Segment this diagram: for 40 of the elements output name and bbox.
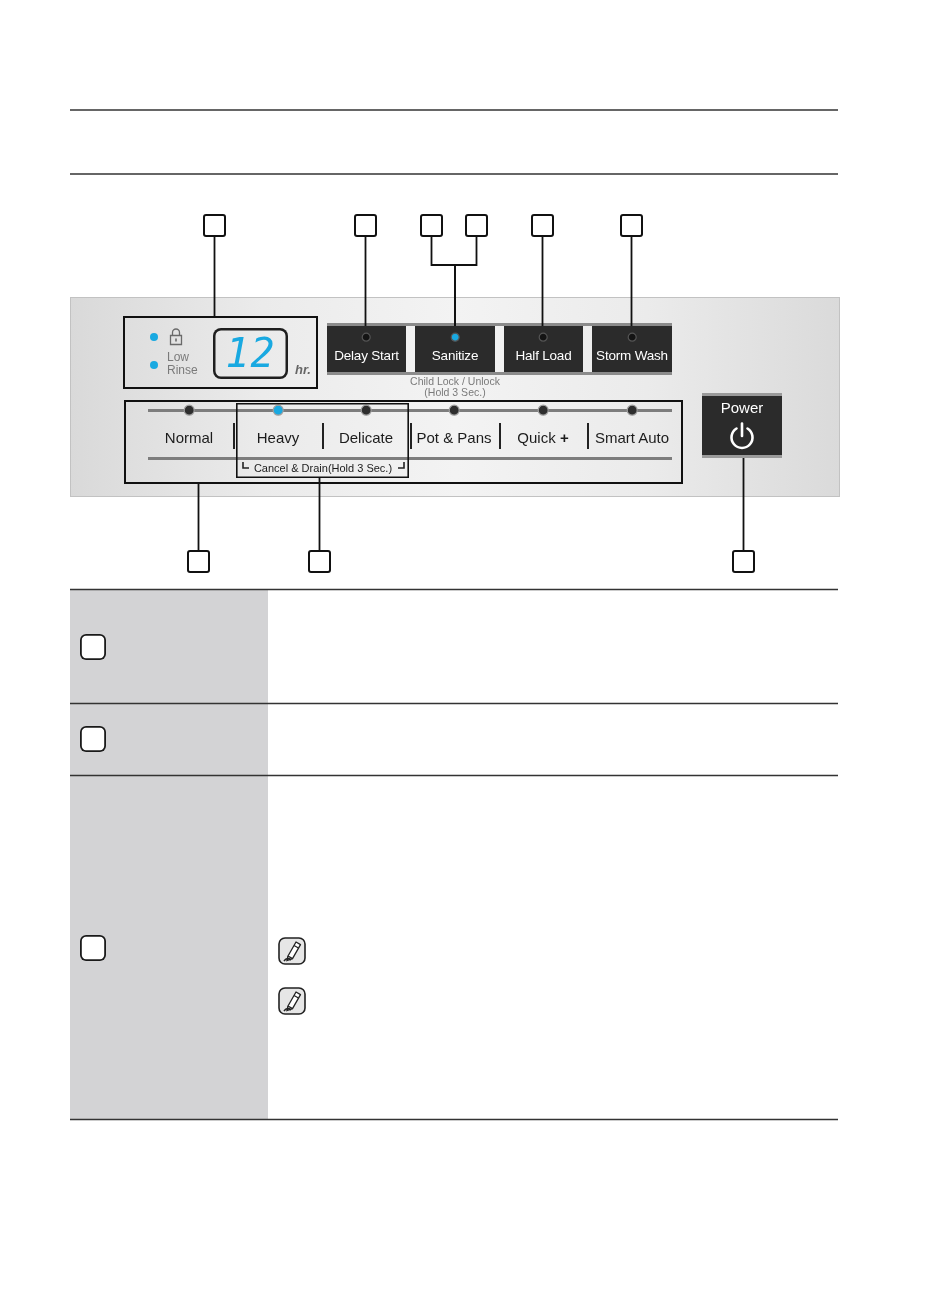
cycle-label: Pot & Pans [416,428,492,446]
callout-box [354,214,377,237]
leader-line [541,236,544,327]
leader-line [454,236,478,327]
callout-box [531,214,554,237]
cycle-label: Delicate [338,428,394,446]
callout-box [620,214,643,237]
leader-line [364,236,367,327]
control-button: Half Load [504,326,583,372]
callout-box [80,726,106,752]
callout-box [420,214,443,237]
callout-box [465,214,488,237]
cycle-label: Heavy [256,428,300,446]
leader-line [197,483,200,551]
leader-line [213,236,216,317]
callout-box [187,550,210,573]
indicator-label: Low Rinse [167,351,199,377]
callout-box [203,214,226,237]
control-panel [70,297,840,497]
callout-box [732,550,755,573]
display-frame [123,316,318,389]
leader-line [318,477,321,551]
leader-line [630,236,633,327]
power-button: Power [702,393,782,458]
cycle-label: Smart Auto [594,428,670,446]
cycle-label: Quick + [517,428,569,446]
callout-box [80,634,106,660]
hold-hint-label: Cancel & Drain(Hold 3 Sec.) [253,462,393,474]
digital-display: 12 [213,328,288,379]
highlight-frame [236,403,409,478]
cycle-label: Normal [164,428,214,446]
callout-box [80,935,106,961]
control-button: Sanitize [415,326,495,372]
unit-label: hr. [295,362,311,377]
leader-line [742,457,745,551]
control-button: Delay Start [327,326,406,372]
callout-box [308,550,331,573]
button-caption: Child Lock / Unlock (Hold 3 Sec.) [409,376,501,397]
control-button: Storm Wash [592,326,672,372]
cycle-selector-frame [124,400,683,484]
